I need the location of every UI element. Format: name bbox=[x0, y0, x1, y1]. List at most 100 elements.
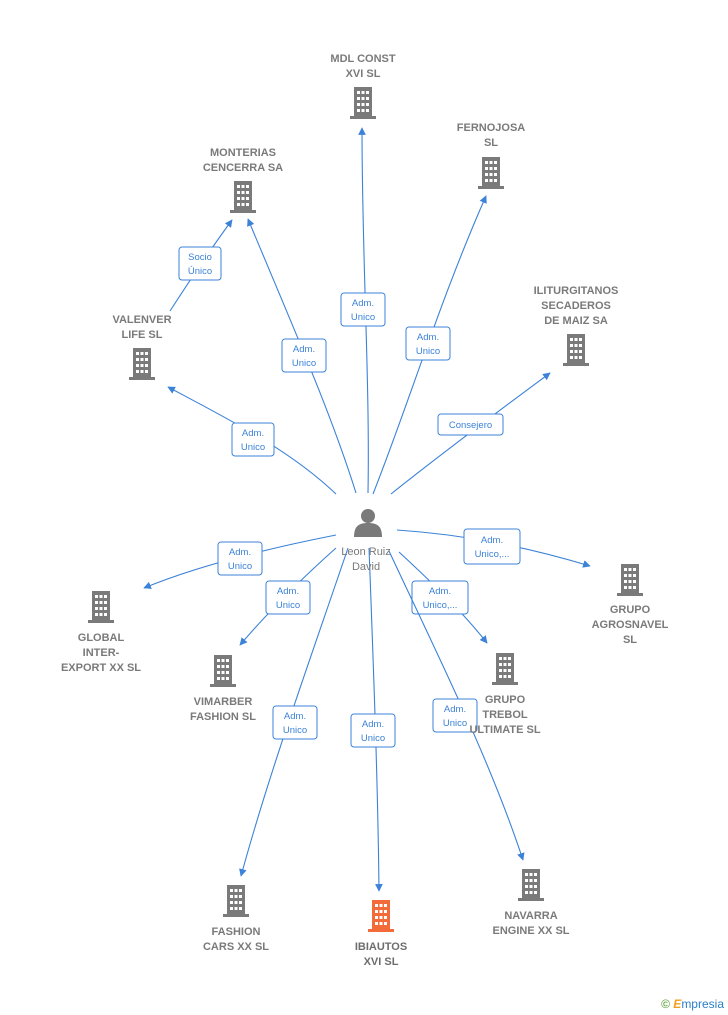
edge-label-box[interactable] bbox=[432, 698, 478, 733]
company-name-line: CARS XX SL bbox=[203, 941, 269, 953]
company-node-fashion[interactable]: FASHION CARS XX SL bbox=[203, 885, 269, 953]
company-name-line: XVI SL bbox=[346, 68, 381, 80]
center-person[interactable]: Leon Ruiz David bbox=[341, 509, 391, 573]
company-name-line: SL bbox=[623, 634, 637, 646]
edge-label-box[interactable] bbox=[463, 528, 521, 565]
edge-trebol[interactable]: Adm. Unico,... bbox=[398, 551, 488, 644]
edge-fashion[interactable]: Adm. Unico bbox=[239, 547, 349, 877]
edge-label-line: Adm. bbox=[352, 298, 374, 309]
edge-fernojosa[interactable]: Adm. Unico bbox=[372, 195, 487, 495]
company-name-line: ENGINE XX SL bbox=[492, 925, 569, 937]
nodes: MDL CONST XVI SL FERNOJOSA SL MONTERIAS CENCE… bbox=[61, 53, 669, 968]
company-name-line: ILITURGITANOS bbox=[534, 285, 619, 297]
building-icon bbox=[210, 655, 236, 687]
edge-label-line: Adm. bbox=[429, 586, 451, 597]
edge-vimarber[interactable]: Adm. Unico bbox=[239, 547, 337, 646]
edge-label-line: Adm. bbox=[293, 344, 315, 355]
company-name-line: GRUPO bbox=[485, 694, 526, 706]
edge-label-line: Adm. bbox=[481, 535, 503, 546]
company-name-line: VIMARBER bbox=[194, 696, 253, 708]
company-node-vimarber[interactable]: VIMARBER FASHION SL bbox=[190, 655, 256, 723]
company-name-line: CENCERRA SA bbox=[203, 162, 283, 174]
company-node-monterias[interactable]: MONTERIAS CENCERRA SA bbox=[203, 147, 283, 213]
building-icon bbox=[492, 653, 518, 685]
company-name-line: FASHION SL bbox=[190, 711, 256, 723]
person-icon bbox=[354, 509, 382, 537]
company-name-line: FASHION bbox=[212, 926, 261, 938]
building-icon bbox=[563, 334, 589, 366]
edge-label-box[interactable] bbox=[231, 422, 275, 457]
building-icon bbox=[230, 181, 256, 213]
building-icon bbox=[350, 87, 376, 119]
building-icon bbox=[88, 591, 114, 623]
edge-label-line: Unico bbox=[276, 600, 300, 611]
company-name-line: GLOBAL bbox=[78, 632, 125, 644]
edge-label-box[interactable] bbox=[340, 292, 386, 327]
brand-initial: E bbox=[673, 997, 682, 1011]
edge-label-line: Adm. bbox=[444, 704, 466, 715]
company-name-line: GRUPO bbox=[610, 604, 651, 616]
edge-navarra[interactable]: Adm.Unico bbox=[388, 550, 525, 861]
company-node-agrosnavel[interactable]: GRUPO AGROSNAVEL SL bbox=[592, 564, 669, 646]
building-icon bbox=[617, 564, 643, 596]
edge-label-line: Unico,... bbox=[423, 600, 458, 611]
edge-label-box[interactable] bbox=[265, 580, 311, 615]
company-name-line: SL bbox=[484, 137, 498, 149]
edge-label-box[interactable] bbox=[350, 713, 396, 748]
company-name-line: IBIAUTOS bbox=[355, 941, 407, 953]
company-node-mdl[interactable]: MDL CONST XVI SL bbox=[330, 53, 396, 119]
edge-ibiautos[interactable]: Adm. Unico bbox=[350, 547, 396, 892]
edge-label-line: Unico bbox=[361, 733, 385, 744]
center-name-line-2: David bbox=[352, 561, 380, 573]
edge-global[interactable]: Adm.Unico bbox=[143, 534, 337, 589]
edges: Adm.UnicoAdm.UnicoAdm.UnicoSocioÚnicoCon… bbox=[143, 127, 591, 892]
edge-label-line: Unico bbox=[351, 312, 375, 323]
edge-label-line: Unico bbox=[241, 442, 265, 453]
brand-name: mpresia bbox=[681, 997, 724, 1011]
edge-label-box[interactable] bbox=[411, 580, 469, 615]
edge-iliturgitanos[interactable]: Consejero bbox=[390, 372, 551, 495]
building-icon bbox=[129, 348, 155, 380]
company-name-line: DE MAIZ SA bbox=[544, 315, 608, 327]
building-icon bbox=[478, 157, 504, 189]
company-name-line: FERNOJOSA bbox=[457, 122, 526, 134]
company-name-line: AGROSNAVEL bbox=[592, 619, 669, 631]
edge-label-line: Adm. bbox=[284, 711, 306, 722]
edge-label-line: Unico bbox=[416, 346, 440, 357]
edge-agrosnavel[interactable]: Adm.Unico,... bbox=[396, 528, 591, 568]
edge-label-box[interactable] bbox=[178, 246, 222, 281]
edge-label-line: Unico bbox=[283, 725, 307, 736]
company-node-ibiautos[interactable]: IBIAUTOS XVI SL bbox=[355, 900, 407, 968]
edge-label-line: Adm. bbox=[362, 719, 384, 730]
edge-label-box[interactable] bbox=[281, 338, 327, 373]
edge-monterias[interactable]: Adm.Unico bbox=[247, 218, 357, 494]
edge-label-box[interactable] bbox=[217, 541, 263, 576]
center-name-line-1: Leon Ruiz bbox=[341, 546, 391, 558]
building-icon bbox=[518, 869, 544, 901]
edge-label-line: Adm. bbox=[242, 428, 264, 439]
edge-label-line: Adm. bbox=[277, 586, 299, 597]
company-name-line: MONTERIAS bbox=[210, 147, 276, 159]
edge-label-line: Adm. bbox=[417, 332, 439, 343]
edge-label-line: Consejero bbox=[449, 420, 492, 431]
edge-label-box[interactable] bbox=[272, 705, 318, 740]
building-icon bbox=[223, 885, 249, 917]
edge-label-box[interactable] bbox=[437, 413, 504, 436]
company-name-line: XVI SL bbox=[364, 956, 399, 968]
company-name-line: MDL CONST bbox=[330, 53, 395, 65]
copyright-icon: © bbox=[661, 997, 670, 1011]
edge-label-line: Unico bbox=[228, 561, 252, 572]
company-node-fernojosa[interactable]: FERNOJOSA SL bbox=[457, 122, 526, 189]
edge-label-line: Único bbox=[188, 266, 212, 277]
edge-valenver[interactable]: Adm. Unico bbox=[167, 386, 337, 495]
edge-label-box[interactable] bbox=[405, 326, 451, 361]
edge-mdl[interactable]: Adm. Unico bbox=[340, 127, 386, 494]
company-name-line: TREBOL bbox=[482, 709, 528, 721]
